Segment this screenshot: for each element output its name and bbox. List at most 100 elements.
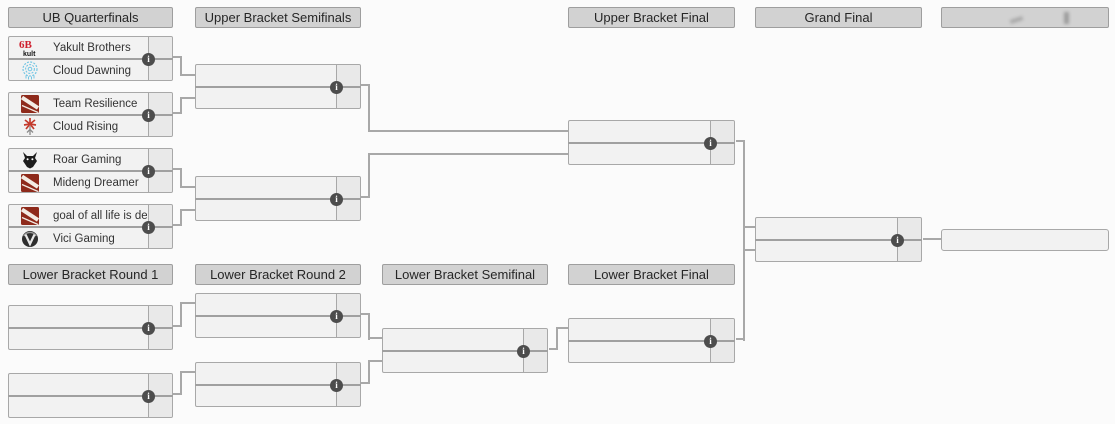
connector-line — [180, 168, 182, 188]
match-divider — [195, 85, 361, 88]
vici-gaming-logo-icon — [17, 229, 43, 248]
info-icon[interactable]: i — [330, 378, 343, 392]
team-name: Yakult Brothers — [53, 41, 131, 54]
header-ub-semifinals: Upper Bracket Semifinals — [195, 7, 361, 28]
connector-line — [180, 371, 195, 373]
match-lb-semifinal: i — [382, 328, 548, 373]
info-icon[interactable]: i — [704, 334, 717, 348]
team-row-cloud-rising[interactable]: Cloud Rising — [9, 116, 172, 137]
faded-glyph — [1009, 16, 1024, 24]
connector-line — [173, 168, 182, 170]
match-lb-r1-1: i — [8, 305, 173, 350]
match-divider — [8, 169, 173, 172]
match-divider — [195, 314, 361, 317]
match-divider — [382, 349, 548, 352]
match-divider — [8, 225, 173, 228]
match-grand-final: i — [755, 217, 922, 262]
connector-line — [549, 348, 558, 350]
info-icon[interactable]: i — [517, 344, 530, 358]
connector-line — [368, 360, 382, 362]
info-icon[interactable]: i — [704, 136, 717, 150]
match-divider — [568, 339, 735, 342]
team-name: Cloud Dawning — [53, 64, 131, 77]
connector-line — [361, 84, 370, 86]
info-icon[interactable]: i — [330, 309, 343, 323]
match-lb-r2-1: i — [195, 293, 361, 338]
match-divider — [568, 141, 735, 144]
team-name: Cloud Rising — [53, 120, 119, 133]
dota2-logo-icon — [17, 173, 43, 192]
connector-line — [180, 302, 182, 327]
header-lb-semifinal: Lower Bracket Semifinal — [382, 264, 548, 285]
team-row-mideng-dreamer[interactable]: Mideng Dreamer — [9, 172, 172, 193]
match-divider — [8, 326, 173, 329]
connector-line — [180, 302, 195, 304]
faded-glyph — [1064, 12, 1069, 24]
team-row-vici-gaming[interactable]: Vici Gaming — [9, 228, 172, 249]
team-name: Roar Gaming — [53, 153, 122, 166]
header-lb-round1: Lower Bracket Round 1 — [8, 264, 173, 285]
header-ub-final: Upper Bracket Final — [568, 7, 735, 28]
connector-line — [180, 97, 182, 114]
match-ub-qf2: Team Resilience Cloud Rising i — [8, 92, 173, 137]
match-divider — [8, 394, 173, 397]
connector-line — [180, 186, 195, 188]
header-faded — [941, 7, 1109, 28]
info-icon[interactable]: i — [142, 52, 155, 66]
champion-slot — [941, 229, 1109, 251]
header-grand-final: Grand Final — [755, 7, 922, 28]
team-name: goal of all life is dea... — [53, 209, 147, 222]
match-ub-qf4: goal of all life is dea... Vici Gaming i — [8, 204, 173, 249]
match-divider — [195, 197, 361, 200]
team-row-goal-of-all-life[interactable]: goal of all life is dea... — [9, 205, 172, 226]
connector-line — [180, 56, 182, 76]
connector-line — [368, 360, 370, 384]
connector-line — [368, 313, 370, 340]
connector-line — [180, 209, 195, 211]
svg-text:6B: 6B — [19, 39, 33, 51]
roar-gaming-logo-icon — [17, 150, 43, 169]
info-icon[interactable]: i — [142, 164, 155, 178]
connector-line — [361, 382, 370, 384]
cloud-rising-logo-icon — [17, 117, 43, 136]
info-icon[interactable]: i — [330, 192, 343, 206]
connector-line — [180, 74, 195, 76]
connector-line — [923, 238, 941, 240]
info-icon[interactable]: i — [142, 108, 155, 122]
info-icon[interactable]: i — [142, 220, 155, 234]
header-lb-final: Lower Bracket Final — [568, 264, 735, 285]
connector-line — [173, 325, 182, 327]
team-row-cloud-dawning[interactable]: Cloud Dawning — [9, 60, 172, 81]
info-icon[interactable]: i — [891, 233, 904, 247]
svg-text:kult: kult — [23, 51, 36, 57]
header-ub-quarterfinals: UB Quarterfinals — [8, 7, 173, 28]
team-name: Vici Gaming — [53, 232, 115, 245]
team-name: Mideng Dreamer — [53, 176, 139, 189]
connector-line — [173, 224, 182, 226]
connector-line — [361, 196, 370, 198]
connector-line — [180, 97, 195, 99]
connector-line — [743, 249, 756, 251]
info-icon[interactable]: i — [142, 389, 155, 403]
info-icon[interactable]: i — [142, 321, 155, 335]
team-row-team-resilience[interactable]: Team Resilience — [9, 93, 172, 114]
match-divider — [195, 383, 361, 386]
match-ub-sf1: i — [195, 64, 361, 109]
connector-line — [180, 371, 182, 395]
header-lb-round2: Lower Bracket Round 2 — [195, 264, 361, 285]
connector-line — [368, 337, 382, 339]
connector-line — [368, 153, 568, 155]
team-row-roar-gaming[interactable]: Roar Gaming — [9, 149, 172, 170]
info-icon[interactable]: i — [330, 80, 343, 94]
connector-line — [173, 393, 182, 395]
match-ub-qf3: Roar Gaming Mideng Dreamer i — [8, 148, 173, 193]
connector-line — [743, 226, 756, 228]
match-lb-r2-2: i — [195, 362, 361, 407]
match-divider — [8, 57, 173, 60]
connector-line — [736, 140, 745, 142]
match-ub-final: i — [568, 120, 735, 165]
